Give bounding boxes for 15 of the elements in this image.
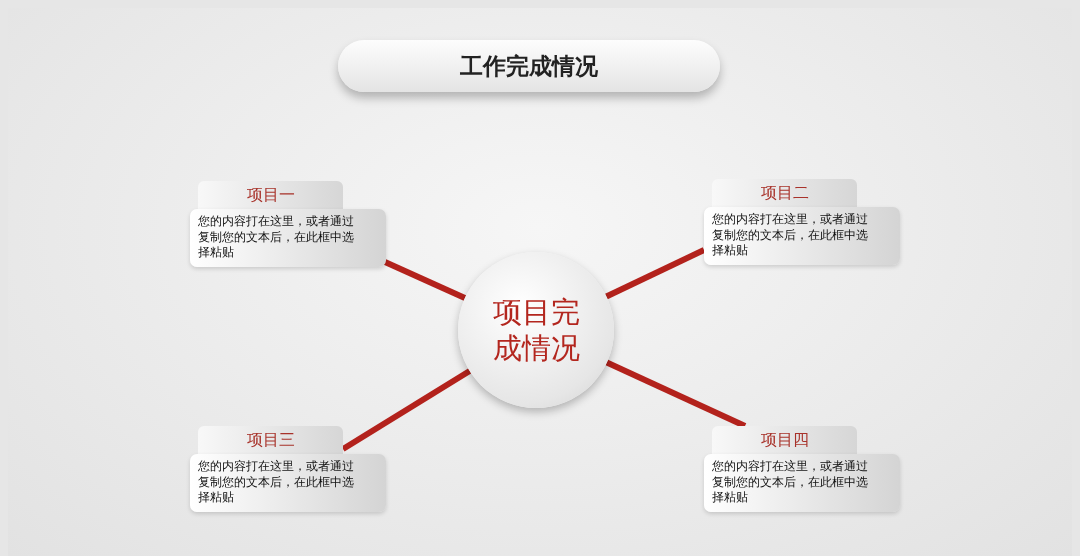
center-text: 项目完成情况	[492, 293, 580, 367]
card-heading: 项目四	[712, 426, 857, 454]
card-text: 您的内容打在这里，或者通过复制您的文本后，在此框中选择粘贴	[712, 212, 869, 259]
connector-line	[383, 259, 467, 301]
card-text: 您的内容打在这里，或者通过复制您的文本后，在此框中选择粘贴	[198, 214, 355, 261]
connector-line	[605, 359, 747, 429]
card-heading: 项目三	[198, 426, 343, 454]
card-text: 您的内容打在这里，或者通过复制您的文本后，在此框中选择粘贴	[712, 459, 869, 506]
card-text: 您的内容打在这里，或者通过复制您的文本后，在此框中选择粘贴	[198, 459, 355, 506]
card-heading: 项目一	[198, 181, 343, 209]
connector-line	[605, 247, 706, 300]
title: 工作完成情况	[460, 51, 598, 81]
center-circle	[458, 252, 614, 408]
card-heading: 项目二	[712, 179, 857, 207]
connector-line	[341, 368, 472, 452]
